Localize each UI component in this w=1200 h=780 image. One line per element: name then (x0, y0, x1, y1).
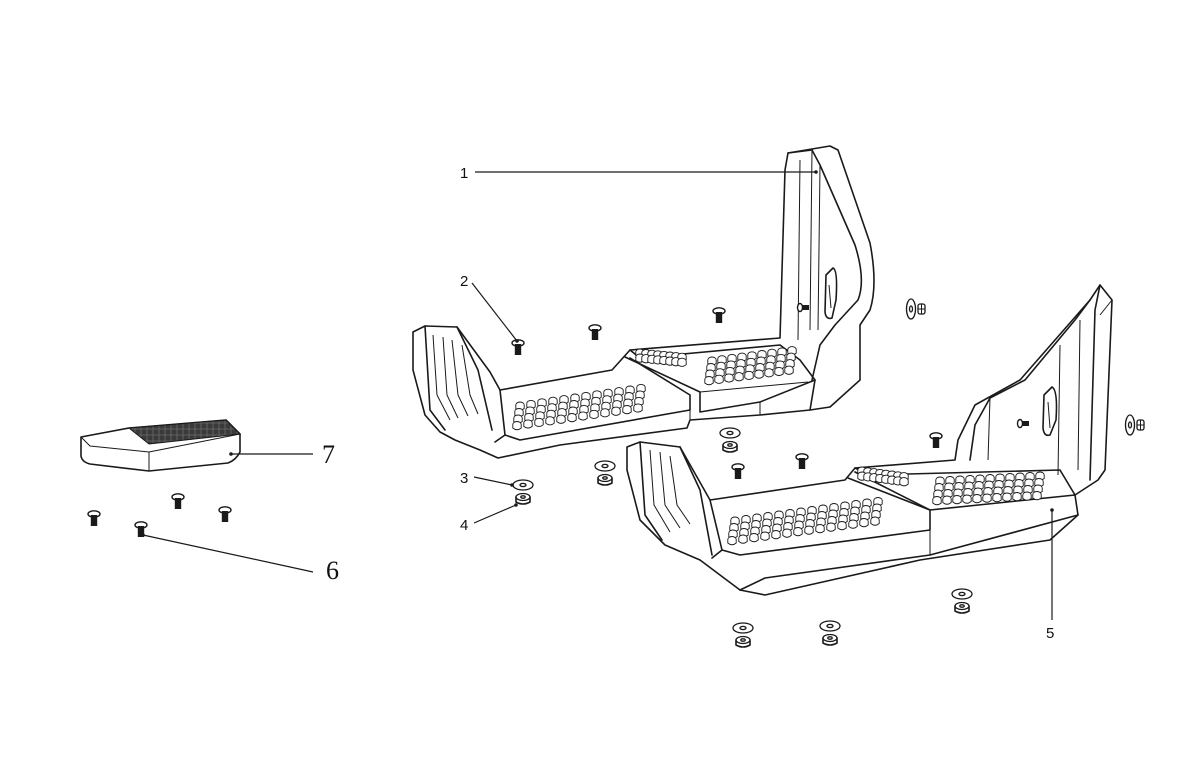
tread-knob (512, 421, 522, 431)
tread-knob (848, 519, 858, 529)
tread-knob (556, 414, 566, 424)
tread-knob (589, 409, 599, 419)
part-5-right-footboard (626, 284, 1113, 596)
callout-1: 1 (460, 165, 468, 182)
tread-knob (567, 413, 577, 423)
tread-knob (782, 528, 792, 538)
tread-knob (992, 493, 1002, 503)
tread-knob (600, 408, 610, 418)
tread-knob (870, 516, 880, 526)
callout-7: 7 (322, 440, 335, 469)
tread-knob (804, 525, 814, 535)
part-6-screws (87, 493, 232, 538)
tread-knob (578, 411, 588, 421)
tread-knob (754, 369, 764, 379)
tread-knob (1002, 492, 1012, 502)
tread-knob (734, 372, 744, 382)
tread-knob (962, 494, 972, 504)
callout-4: 4 (460, 517, 468, 534)
callout-labels: 1 2 3 4 5 6 7 (322, 165, 1054, 642)
tread-knob (611, 406, 621, 416)
tread-knob (1032, 491, 1042, 501)
callout-2: 2 (460, 273, 468, 290)
part-1-left-footboard (412, 145, 875, 459)
tread-knob (738, 534, 748, 544)
tread-knob (859, 518, 869, 528)
tread-knob (714, 374, 724, 384)
tread-knob (826, 522, 836, 532)
plate-pins (796, 302, 1029, 429)
tread-knob (942, 495, 952, 505)
tread-knob (972, 494, 982, 504)
tread-knob (749, 533, 759, 543)
tread-knob (545, 416, 555, 426)
tread-knob (760, 531, 770, 541)
tread-knob (764, 368, 774, 378)
tread-knob (704, 376, 714, 386)
tread-knob (1012, 492, 1022, 502)
part-7-pad (80, 419, 242, 472)
tread-knob (899, 477, 909, 487)
tread-knob (771, 530, 781, 540)
tread-knob (815, 524, 825, 534)
tread-knob (622, 405, 632, 415)
tread-knob (774, 366, 784, 377)
tread-knob (793, 527, 803, 537)
callout-5: 5 (1046, 625, 1054, 642)
tread-knob (534, 417, 544, 427)
callout-6: 6 (326, 556, 339, 585)
tread-knob (633, 403, 643, 413)
tread-knob (727, 536, 737, 546)
callout-3: 3 (460, 470, 468, 487)
tread-knob (724, 373, 734, 383)
tread-knob (932, 496, 942, 506)
tread-knob (523, 419, 533, 429)
tread-knob (677, 357, 687, 367)
tread-knob (1022, 491, 1032, 501)
tread-knob (784, 365, 794, 375)
tread-knob (837, 521, 847, 531)
tread-knob (952, 495, 962, 505)
tread-knob (982, 493, 992, 503)
tread-knob (744, 370, 754, 380)
leader-lines (141, 170, 1054, 620)
